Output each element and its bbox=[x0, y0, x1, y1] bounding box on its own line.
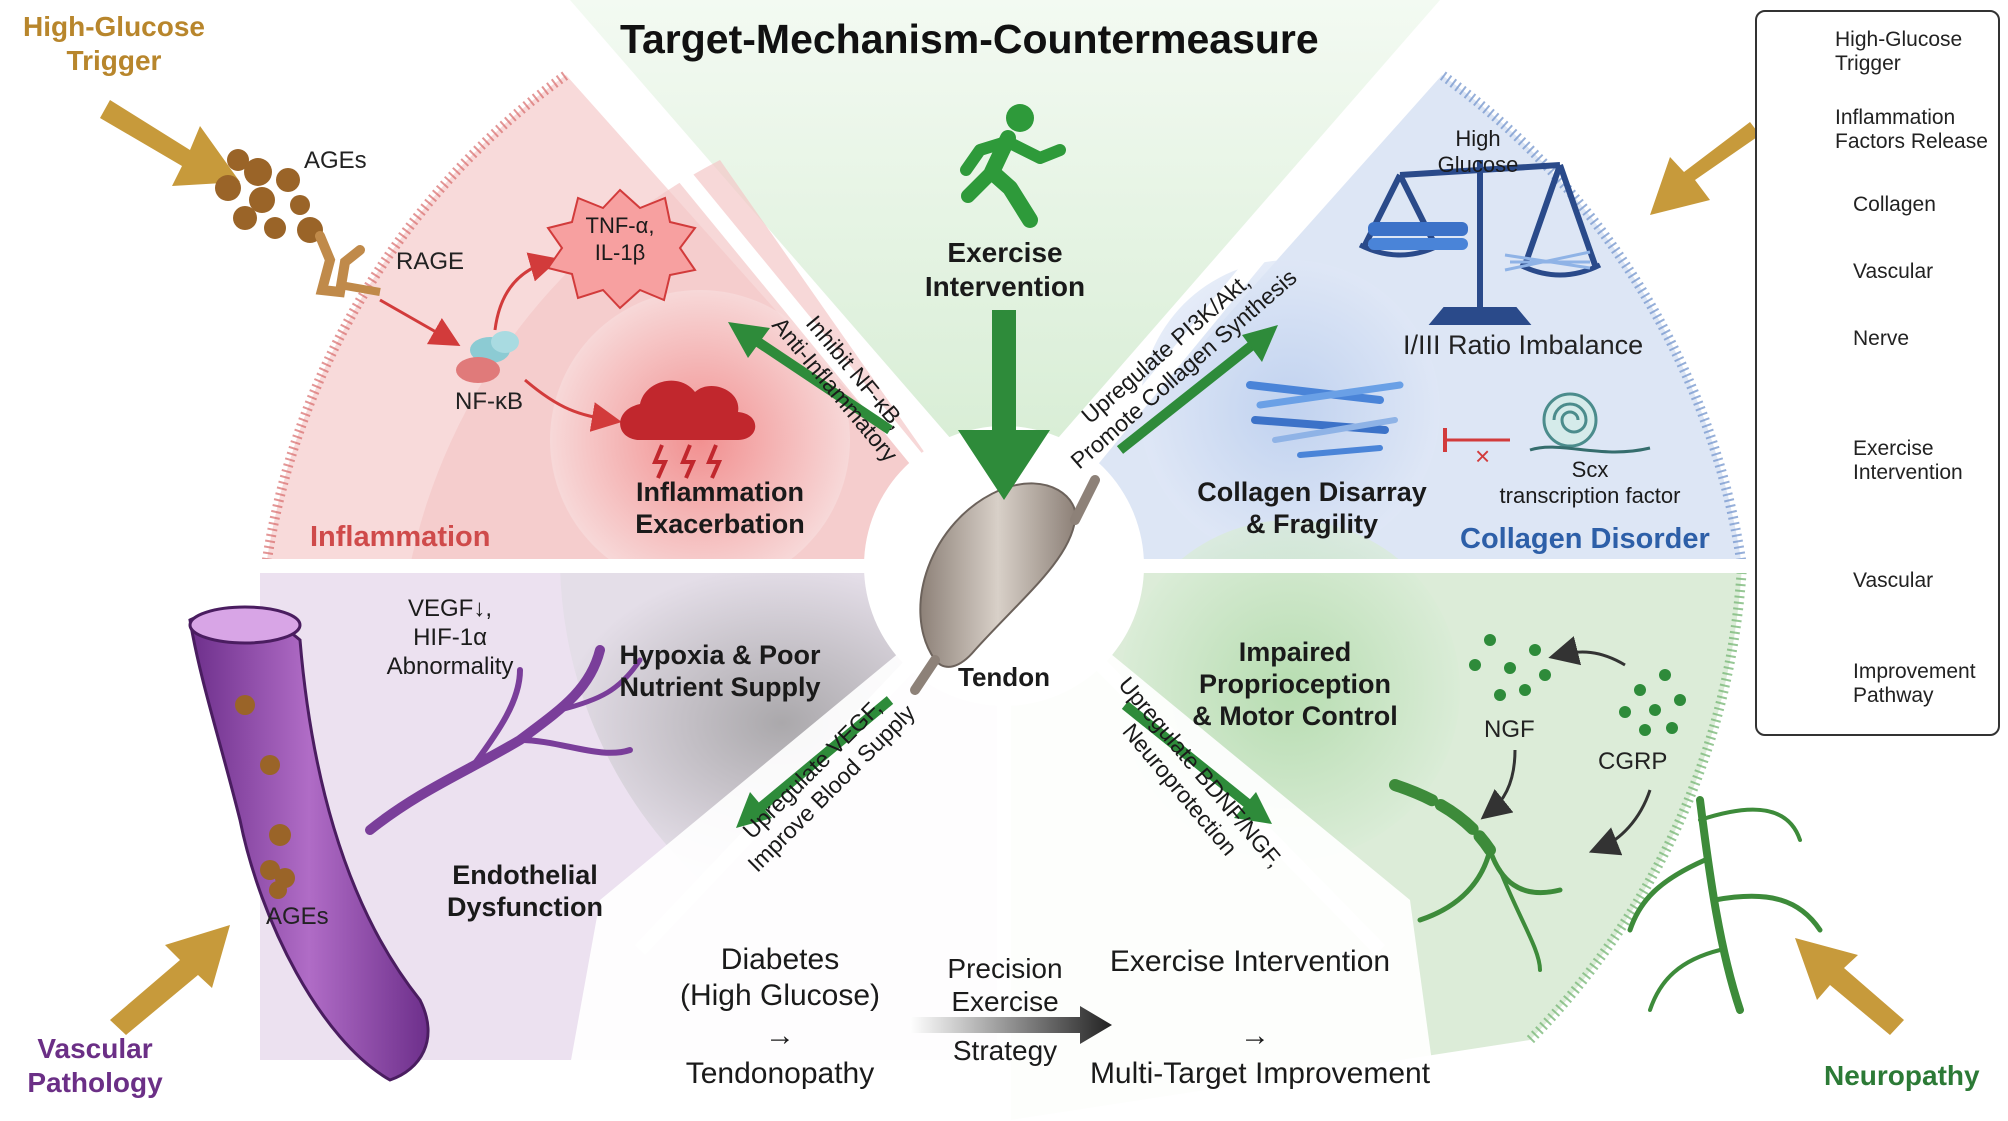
trigger-label-high-glucose: High-Glucose Trigger bbox=[22, 11, 205, 76]
flow-exercise: Exercise Intervention bbox=[1109, 945, 1391, 978]
trigger-arrow-icon bbox=[1650, 122, 1760, 215]
scx-label: Scx transcription factor bbox=[1499, 457, 1681, 508]
legend-label-collagen: Collagen bbox=[1853, 193, 1936, 216]
nfkb-icon bbox=[456, 331, 519, 383]
flow-arrow-1: → bbox=[765, 1019, 795, 1052]
collagen-fiber-icon bbox=[1368, 222, 1468, 250]
collagen-disarray-label: Collagen Disarray & Fragility bbox=[1197, 477, 1427, 539]
legend-label-inflammation: Inflammation Factors Release bbox=[1835, 106, 1988, 153]
collagen-disarray-icon bbox=[1246, 381, 1404, 458]
page-title: Target-Mechanism-Countermeasure bbox=[620, 16, 1319, 62]
inflammation-exacerbation-label: Inflammation Exacerbation bbox=[635, 477, 805, 539]
impaired-proprioception-label: Impaired Proprioception & Motor Control bbox=[1192, 637, 1398, 731]
rage-receptor bbox=[315, 231, 365, 298]
vegf-label: VEGF↓, HIF-1α Abnormality bbox=[386, 595, 514, 680]
flow-tendinopathy: Tendonopathy bbox=[685, 1057, 875, 1090]
hypoxia-label: Hypoxia & Poor Nutrient Supply bbox=[619, 640, 821, 702]
arrow-inflammation bbox=[737, 325, 893, 435]
inflammation-burst-icon bbox=[546, 188, 697, 310]
high-glucose-label: High Glucose bbox=[1437, 126, 1519, 177]
nfkb-label: NF-κB bbox=[455, 388, 523, 415]
flow-arrow bbox=[910, 1006, 1112, 1044]
flow-strategy-bottom: Strategy bbox=[952, 1035, 1058, 1066]
ratio-imbalance-label: I/III Ratio Imbalance bbox=[1403, 330, 1644, 360]
storm-cloud-icon bbox=[620, 380, 756, 479]
quadrant-label-collagen: Collagen Disorder bbox=[1460, 523, 1710, 555]
cgrp-label: CGRP bbox=[1598, 748, 1668, 775]
trigger-arrows bbox=[100, 100, 1904, 1035]
cytokine-label: TNF-α, IL-1β bbox=[585, 213, 655, 265]
nerve-icon bbox=[1389, 779, 1823, 1014]
flow-diabetes: Diabetes (High Glucose) bbox=[679, 943, 881, 1012]
exercise-wedge bbox=[570, 0, 1440, 500]
scx-icon bbox=[1529, 392, 1651, 454]
legend bbox=[1755, 10, 2000, 736]
arrow-vascular bbox=[744, 696, 894, 822]
legend-label-trigger: High-Glucose Trigger bbox=[1835, 28, 1963, 75]
trigger-label-vascular: Vascular Pathology bbox=[27, 1033, 163, 1098]
legend-label-nerve: Nerve bbox=[1853, 327, 1910, 350]
svg-text:×: × bbox=[1475, 441, 1490, 471]
tendon-label: Tendon bbox=[958, 662, 1050, 692]
exercise-intervention-label: Exercise Intervention bbox=[924, 237, 1086, 302]
flow-strategy-top: Precision Exercise bbox=[947, 953, 1063, 1017]
legend-label-vascular: Vascular bbox=[1853, 260, 1934, 283]
blood-vessel-icon bbox=[188, 605, 430, 1082]
legend-label-vascular-2: Vascular bbox=[1853, 569, 1934, 592]
exercise-down-arrow bbox=[958, 310, 1050, 500]
rage-label: RAGE bbox=[396, 248, 465, 275]
runner-icon bbox=[960, 104, 1066, 228]
trigger-arrow-icon bbox=[100, 100, 240, 186]
vessel-ages-label: AGEs bbox=[266, 903, 329, 930]
flow-multi-target: Multi-Target Improvement bbox=[1089, 1057, 1431, 1090]
arrow-collagen bbox=[1116, 331, 1269, 454]
endothelial-label: Endothelial Dysfunction bbox=[446, 860, 603, 922]
flow-arrow-2: → bbox=[1240, 1019, 1270, 1052]
branching-vessel-icon bbox=[365, 645, 643, 835]
trigger-arrow-icon bbox=[110, 925, 230, 1035]
cgrp-dots bbox=[1619, 669, 1686, 736]
ngf-label: NGF bbox=[1484, 716, 1535, 743]
trigger-label-neuropathy: Neuropathy bbox=[1824, 1060, 1980, 1091]
legend-label-improvement: Improvement Pathway bbox=[1853, 660, 1976, 707]
ages-cluster bbox=[215, 149, 323, 243]
trigger-arrow-icon bbox=[1795, 938, 1904, 1035]
ages-label: AGEs bbox=[304, 147, 367, 174]
legend-label-exercise: Exercise Intervention bbox=[1853, 437, 1963, 484]
quadrant-label-inflammation: Inflammation bbox=[310, 521, 491, 553]
arrow-neuro bbox=[1121, 701, 1262, 816]
ngf-dots bbox=[1469, 634, 1551, 701]
